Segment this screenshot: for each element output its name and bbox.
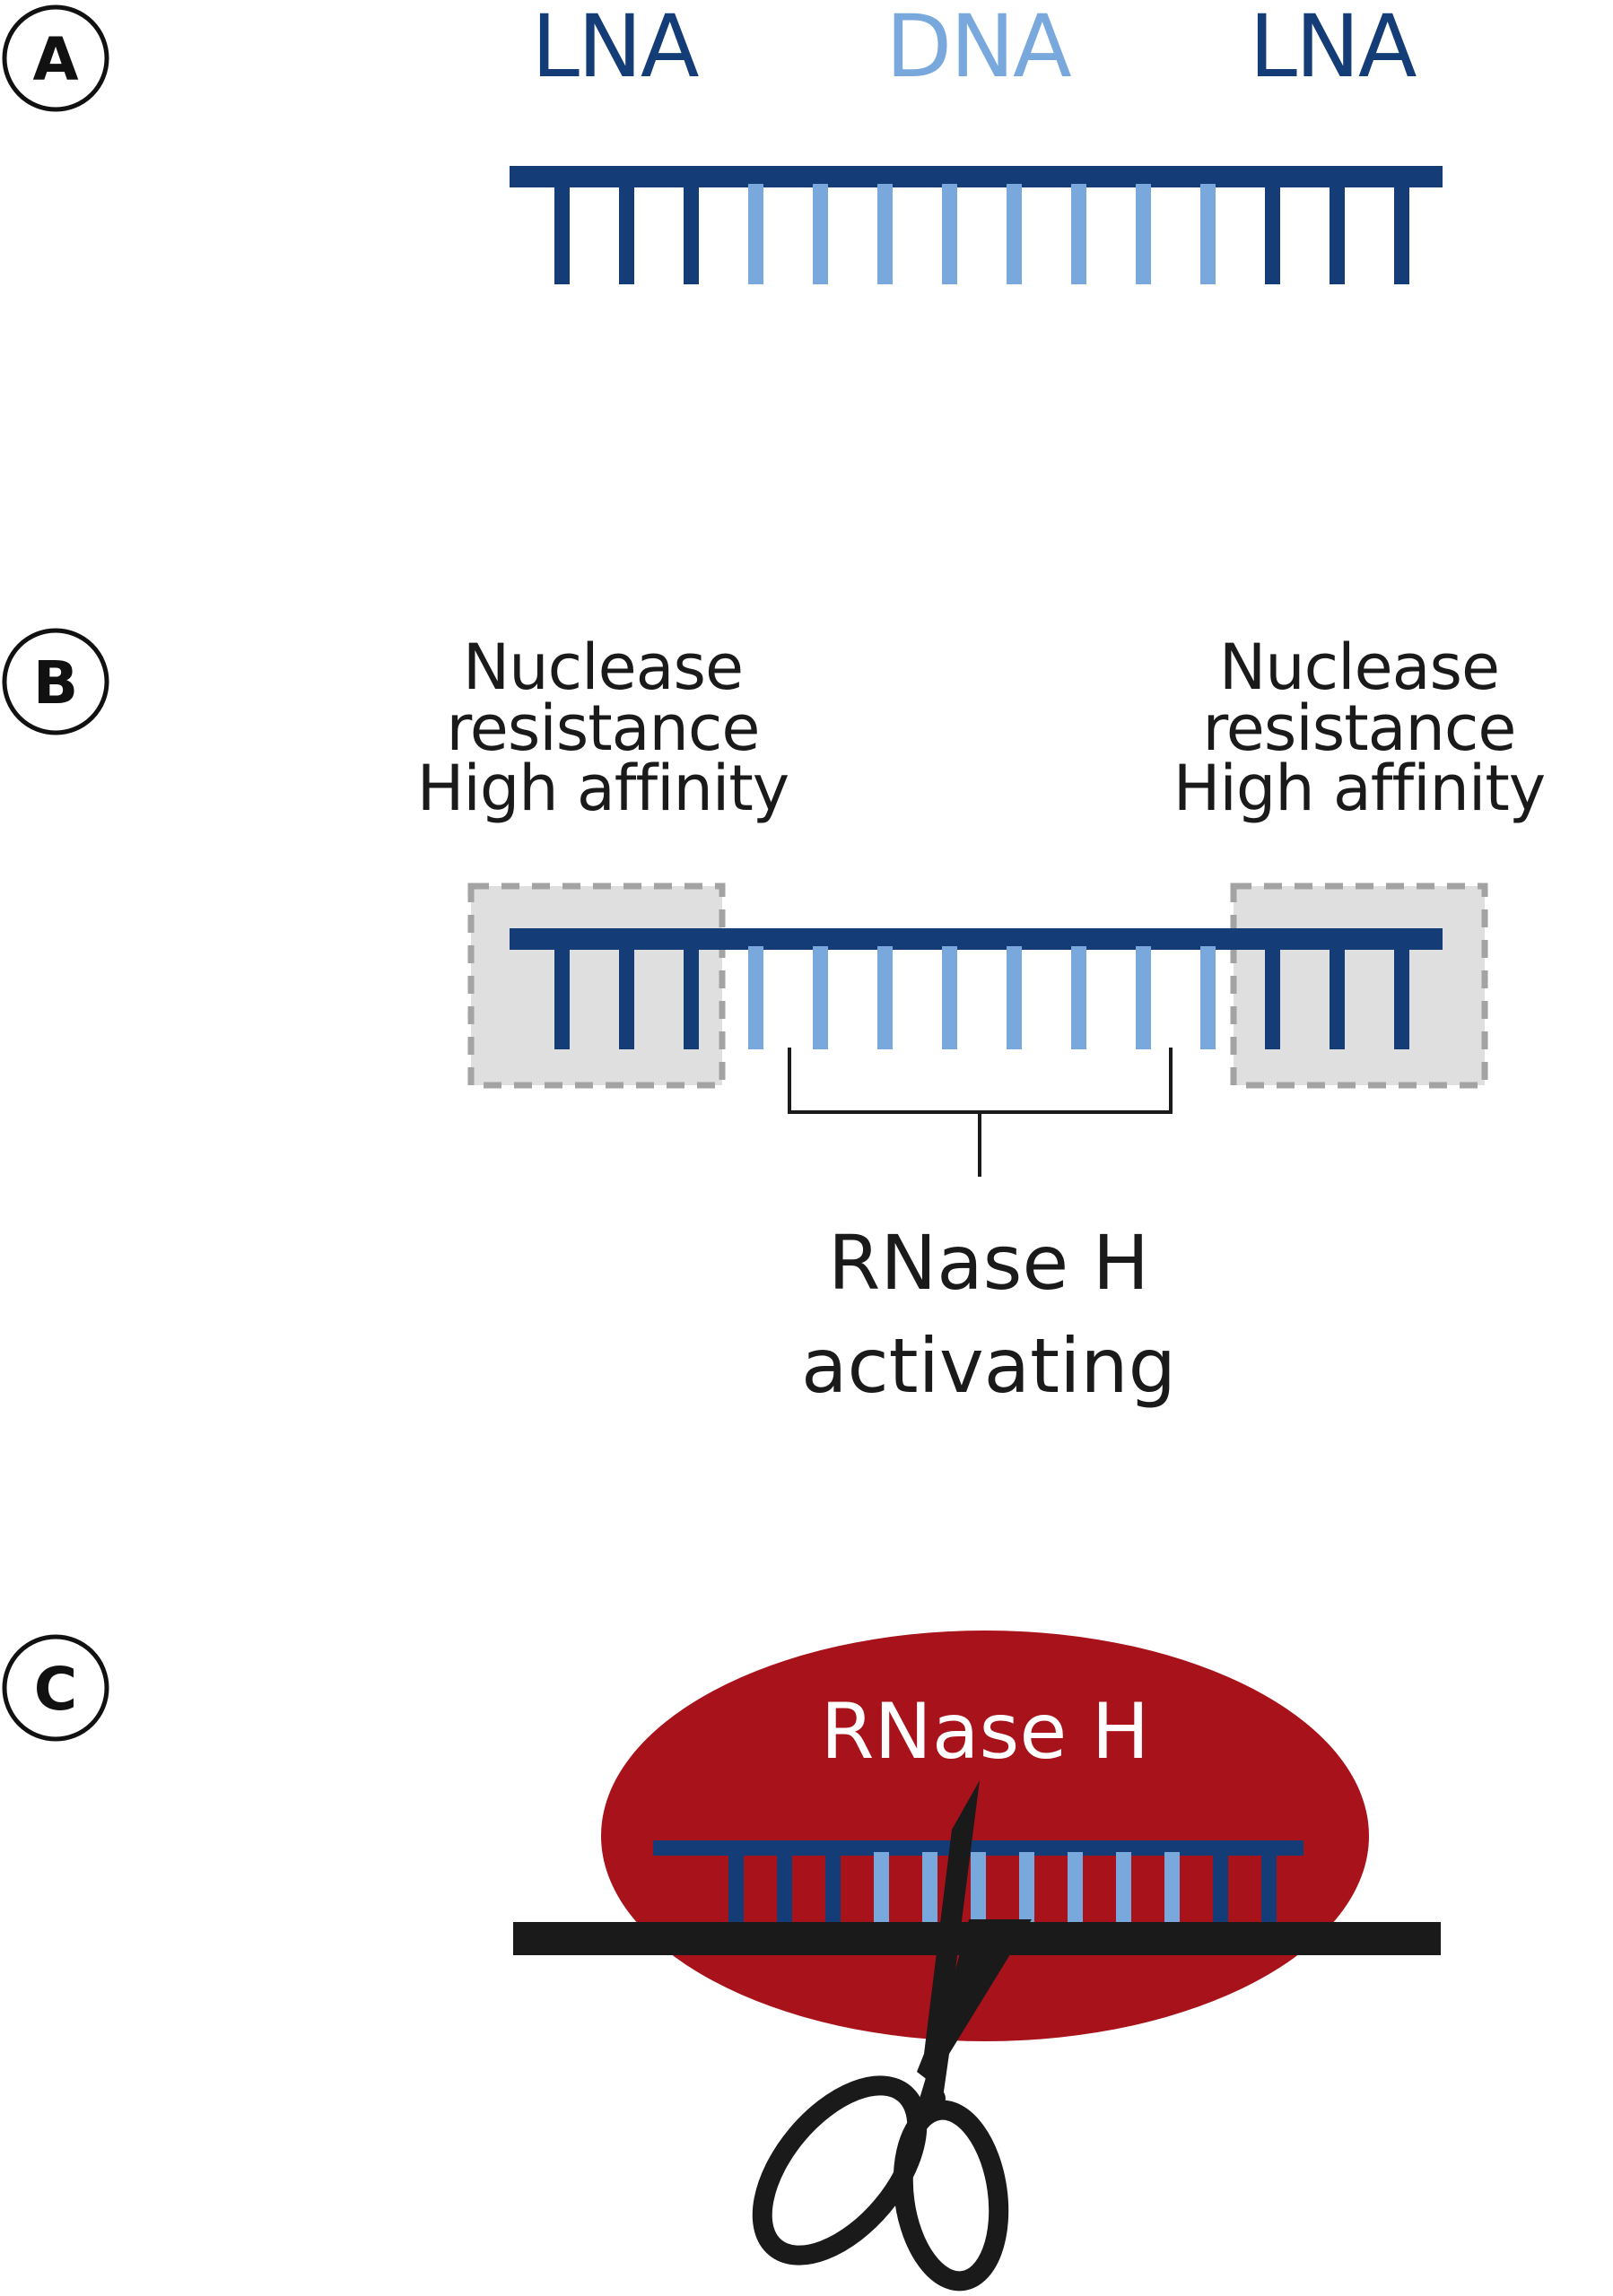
strand-b-dna-base-8 xyxy=(1007,946,1022,1049)
left-annotation-line-2: resistance xyxy=(447,691,760,765)
duplex-dna-base-7 xyxy=(1019,1852,1034,1926)
panel-c-letter: C xyxy=(34,1655,77,1724)
lna-left-label: LNA xyxy=(532,0,699,97)
duplex-lna-base-11 xyxy=(1213,1852,1228,1926)
panel-b: B Nuclease resistance High affinity Nucl… xyxy=(2,628,1546,1410)
scissor-handle-right xyxy=(893,2100,1009,2292)
gapmer-strand-b xyxy=(510,928,1443,1049)
strand-b-lna-base-1 xyxy=(554,946,570,1049)
duplex-dna-base-8 xyxy=(1068,1852,1083,1926)
strand-b-lna-base-14 xyxy=(1394,946,1409,1049)
strand-a-lna-base-3 xyxy=(684,184,699,284)
gapmer-bases xyxy=(554,184,1409,284)
strand-b-lna-base-2 xyxy=(619,946,634,1049)
strand-b-dna-base-5 xyxy=(813,946,828,1049)
left-wing-highlight-box xyxy=(467,883,726,1089)
bracket-label-line-2: activating xyxy=(801,1322,1176,1410)
right-annotation-line-1: Nuclease xyxy=(1219,631,1499,704)
oligo-backbone xyxy=(653,1840,1303,1856)
panel-a-letter: A xyxy=(32,25,78,94)
right-annotation-line-3: High affinity xyxy=(1173,752,1545,825)
strand-b-dna-base-10 xyxy=(1136,946,1151,1049)
strand-b-dna-base-6 xyxy=(877,946,893,1049)
enzyme-label: RNase H xyxy=(821,1687,1150,1777)
duplex-dna-base-4 xyxy=(874,1852,889,1926)
strand-a-dna-base-9 xyxy=(1071,184,1086,284)
strand-b-dna-base-11 xyxy=(1200,946,1216,1049)
strand-a-lna-base-2 xyxy=(619,184,634,284)
strand-a-dna-base-7 xyxy=(942,184,957,284)
strand-a-lna-base-14 xyxy=(1394,184,1409,284)
gapmer-backbone xyxy=(510,166,1443,187)
panel-a: A LNA DNA LNA xyxy=(2,0,1443,284)
strand-b-lna-base-3 xyxy=(684,946,699,1049)
duplex-dna-base-10 xyxy=(1164,1852,1180,1926)
scissor-blade-upper xyxy=(917,1780,980,2090)
strand-b-dna-base-7 xyxy=(942,946,957,1049)
strand-a-dna-base-4 xyxy=(748,184,763,284)
panel-c-badge xyxy=(2,1634,109,1742)
panel-a-badge xyxy=(2,4,109,112)
strand-a-lna-base-1 xyxy=(554,184,570,284)
duplex-dna-base-5 xyxy=(922,1852,937,1926)
strand-a-lna-base-12 xyxy=(1265,184,1280,284)
left-annotation: Nuclease resistance High affinity xyxy=(417,631,789,825)
duplex-dna-base-9 xyxy=(1116,1852,1131,1926)
panel-b-letter: B xyxy=(33,648,78,718)
duplex-lna-base-12 xyxy=(1261,1852,1277,1926)
left-annotation-line-3: High affinity xyxy=(417,752,789,825)
dna-label: DNA xyxy=(885,0,1071,97)
gapmer-bases-b xyxy=(554,946,1409,1049)
scissors-icon xyxy=(752,1780,1032,2292)
gap-bracket xyxy=(788,1048,1173,1177)
lna-right-label: LNA xyxy=(1250,0,1417,97)
strand-a-dna-base-5 xyxy=(813,184,828,284)
duplex-lna-base-1 xyxy=(728,1852,744,1926)
strand-a-lna-base-13 xyxy=(1330,184,1345,284)
strand-b-dna-base-4 xyxy=(748,946,763,1049)
duplex-lna-base-3 xyxy=(825,1852,841,1926)
gapmer-strand-a xyxy=(510,166,1443,284)
duplex-lna-base-2 xyxy=(777,1852,792,1926)
duplex-dna-base-6 xyxy=(971,1852,986,1926)
scissor-pivot xyxy=(920,2086,946,2111)
strand-b-lna-base-12 xyxy=(1265,946,1280,1049)
scissor-handle-left xyxy=(752,2075,928,2266)
strand-b-lna-base-13 xyxy=(1330,946,1345,1049)
panel-b-badge xyxy=(2,628,109,735)
bracket-label-line-1: RNase H xyxy=(828,1219,1149,1307)
panel-c: C RNase H xyxy=(2,1631,1441,2292)
gapmer-backbone-b xyxy=(510,928,1443,950)
duplex-bases xyxy=(728,1852,1277,1926)
strand-a-dna-base-10 xyxy=(1136,184,1151,284)
left-annotation-line-1: Nuclease xyxy=(463,631,743,704)
strand-a-dna-base-8 xyxy=(1007,184,1022,284)
strand-b-dna-base-9 xyxy=(1071,946,1086,1049)
right-annotation: Nuclease resistance High affinity xyxy=(1173,631,1546,825)
strand-a-dna-base-6 xyxy=(877,184,893,284)
strand-a-dna-base-11 xyxy=(1200,184,1216,284)
right-annotation-line-2: resistance xyxy=(1203,691,1516,765)
